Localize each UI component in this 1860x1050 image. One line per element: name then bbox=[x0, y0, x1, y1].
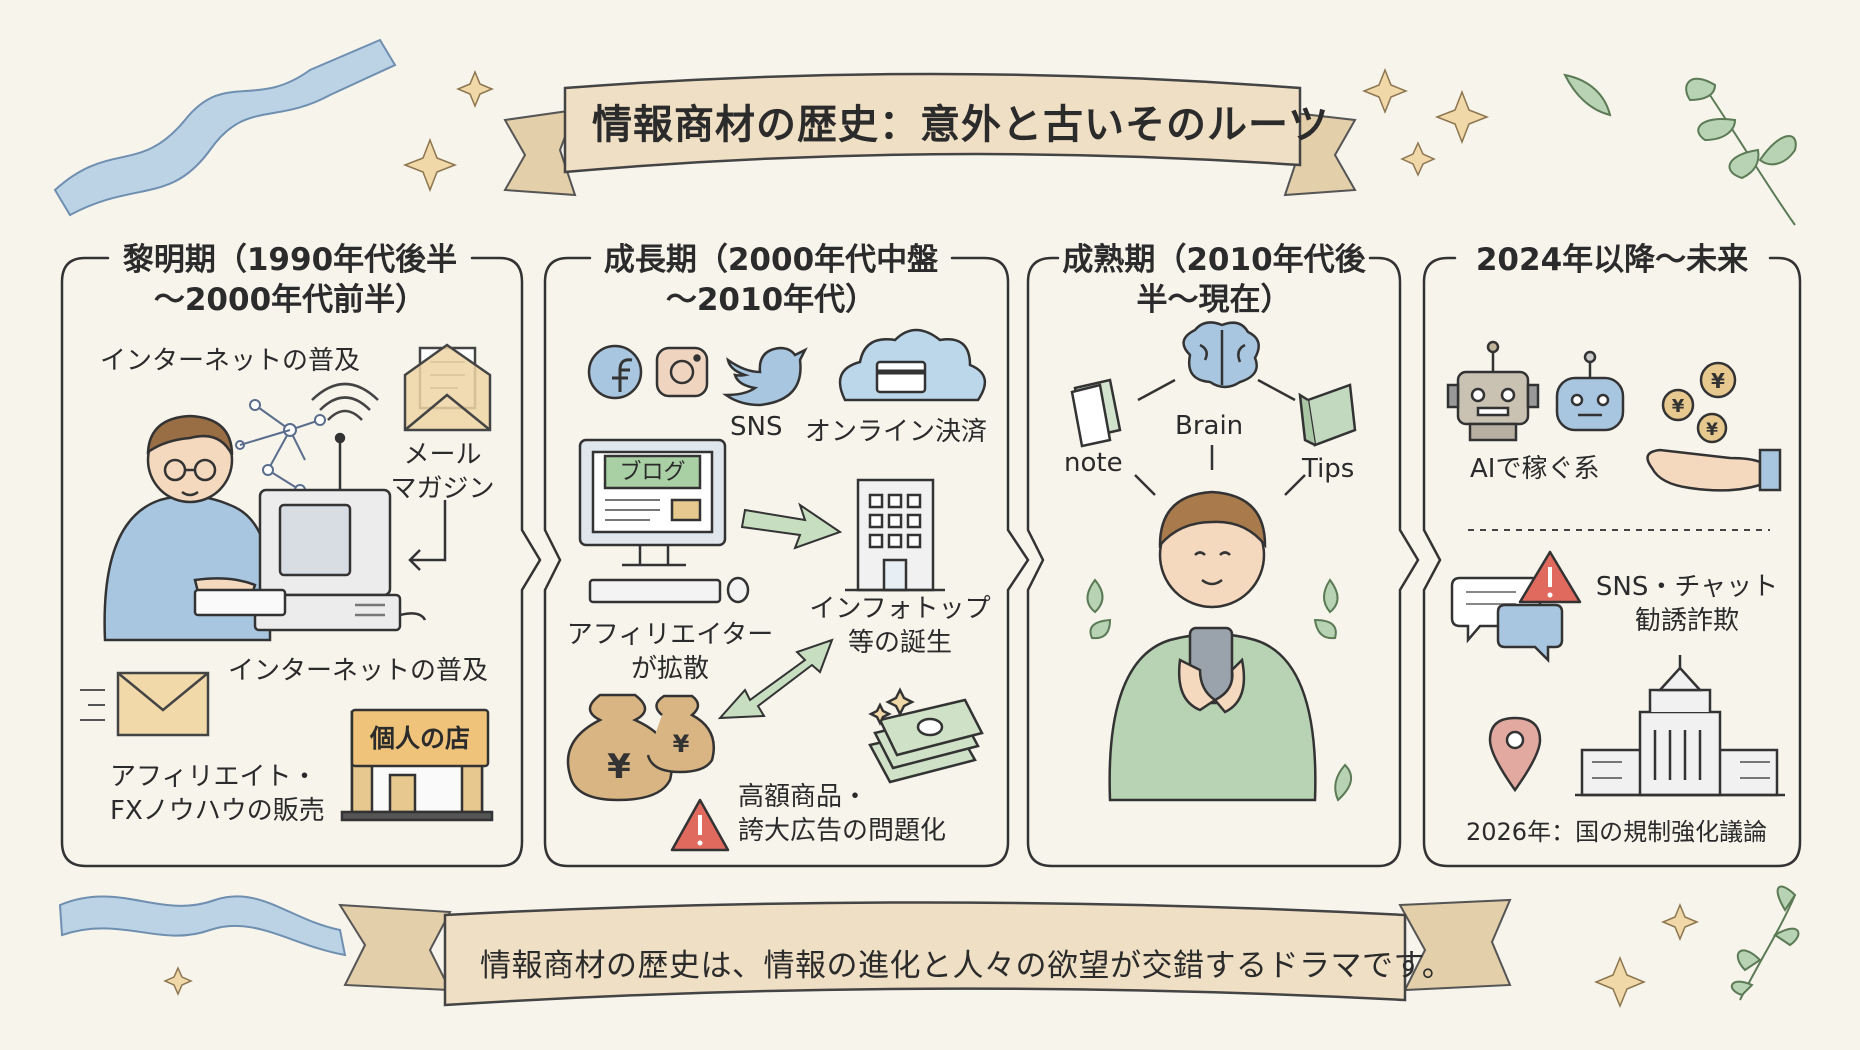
label-note: note bbox=[1064, 448, 1123, 478]
coin-yen-2: ¥ bbox=[1672, 396, 1685, 417]
parliament-building-icon bbox=[1575, 655, 1785, 797]
phase3-heading-line1: 成熟期（2010年代後 bbox=[1062, 242, 1366, 278]
label-mail-magazine: メール マガジン bbox=[385, 438, 500, 506]
label-problem-line2: 誇大広告の問題化 bbox=[738, 816, 947, 846]
phase2-heading-line2: ～2010年代） bbox=[665, 282, 877, 318]
label-infotop-line2: 等の誕生 bbox=[847, 628, 952, 658]
label-affiliate-fx-line2: FXノウハウの販売 bbox=[110, 796, 325, 826]
phase-frames bbox=[60, 256, 1802, 868]
label-affiliater-spread: アフィリエイター が拡散 bbox=[560, 618, 780, 686]
network-nodes-icon bbox=[235, 399, 326, 496]
label-mail-magazine-line2: マガジン bbox=[390, 474, 495, 504]
label-scam-line2: 勧誘詐欺 bbox=[1634, 606, 1739, 636]
twitter-icon bbox=[722, 346, 808, 407]
label-brain: Brain bbox=[1175, 411, 1244, 441]
label-affiliater-line1: アフィリエイター bbox=[566, 620, 774, 650]
sparkle-icons bbox=[163, 67, 1699, 1008]
hand-receiving-icon bbox=[1646, 448, 1782, 492]
label-blog: ブログ bbox=[619, 460, 686, 485]
phase2-heading-line1: 成長期（2000年代中盤 bbox=[603, 242, 939, 278]
label-tips: Tips bbox=[1302, 454, 1355, 484]
warning-icon-phase4 bbox=[1518, 550, 1582, 604]
location-pin-icon bbox=[1488, 716, 1542, 793]
shop-icon bbox=[340, 708, 494, 822]
phase4-heading: 2024年以降～未来 bbox=[1459, 240, 1765, 280]
phase1-heading-line1: 黎明期（1990年代後半 bbox=[122, 242, 458, 278]
coin-yen-1: ¥ bbox=[1711, 369, 1725, 393]
label-sns: SNS bbox=[730, 412, 783, 442]
yen-sign-2: ¥ bbox=[673, 730, 690, 758]
label-affiliate-fx-line1: アフィリエイト・ bbox=[110, 762, 318, 792]
facebook-icon bbox=[587, 344, 643, 400]
yen-sign-1: ¥ bbox=[607, 747, 631, 787]
label-infotop-birth: インフォトップ 等の誕生 bbox=[800, 592, 1000, 660]
phase3-heading-line2: 半～現在） bbox=[1136, 282, 1292, 318]
instagram-icon bbox=[655, 346, 709, 398]
label-sns-chat-scam: SNS・チャット 勧誘詐欺 bbox=[1592, 570, 1782, 638]
label-internet-spread-top: インターネットの普及 bbox=[100, 346, 361, 376]
chat-bubbles-icon bbox=[1450, 576, 1564, 664]
label-personal-shop: 個人の店 bbox=[369, 724, 470, 753]
robot-icon-2 bbox=[1555, 350, 1625, 432]
cloud-payment-icon bbox=[838, 328, 987, 402]
phase2-heading: 成長期（2000年代中盤 ～2010年代） bbox=[594, 240, 948, 320]
leaf-branch-top-right bbox=[1563, 73, 1797, 226]
note-document-icon bbox=[1070, 378, 1122, 448]
phase1-heading: 黎明期（1990年代後半 ～2000年代前半） bbox=[112, 240, 468, 320]
phase3-heading: 成熟期（2010年代後 半～現在） bbox=[1062, 240, 1366, 320]
tips-book-icon bbox=[1298, 383, 1357, 447]
coin-yen-3: ¥ bbox=[1706, 420, 1718, 440]
robot-icon-1 bbox=[1446, 340, 1540, 442]
coins-icon bbox=[1661, 361, 1737, 444]
warning-icon-phase2 bbox=[670, 798, 730, 852]
arrow-double-diagonal bbox=[717, 638, 834, 720]
brain-icon bbox=[1182, 321, 1260, 389]
leaf-branch-bottom-right bbox=[1730, 885, 1800, 1001]
cash-stack-icon bbox=[868, 687, 984, 784]
wifi-signal-icon bbox=[311, 382, 379, 421]
connector-lines bbox=[1134, 378, 1306, 496]
envelope-icon bbox=[80, 671, 210, 737]
bottom-message: 情報商材の歴史は、情報の進化と人々の欲望が交錯するドラマです。 bbox=[480, 948, 1454, 984]
person-with-smartphone bbox=[1108, 490, 1317, 802]
label-mail-magazine-line1: メール bbox=[403, 440, 482, 470]
blog-computer-icon bbox=[578, 438, 750, 604]
label-online-payment: オンライン決済 bbox=[805, 417, 988, 447]
label-problem-line1: 高額商品・ bbox=[738, 782, 869, 812]
page-title: 情報商材の歴史：意外と古いそのルーツ bbox=[592, 102, 1330, 148]
money-bag-icon bbox=[566, 693, 715, 802]
label-internet-spread-mid: インターネットの普及 bbox=[228, 656, 489, 686]
retro-computer-icon bbox=[193, 432, 427, 632]
label-regulation-2026: 2026年：国の規制強化議論 bbox=[1466, 818, 1768, 846]
label-scam-line1: SNS・チャット bbox=[1595, 572, 1779, 602]
leaf-decorations-phase3 bbox=[1086, 578, 1353, 802]
ribbon-top-left bbox=[53, 38, 397, 217]
envelope-open-icon bbox=[403, 343, 492, 432]
label-affiliate-fx: アフィリエイト・ FXノウハウの販売 bbox=[110, 760, 325, 828]
arrow-mail-to-computer bbox=[408, 500, 447, 571]
label-high-price-problem: 高額商品・ 誇大広告の問題化 bbox=[738, 780, 946, 848]
arrow-blog-to-asp bbox=[740, 502, 843, 550]
building-icon bbox=[845, 478, 945, 592]
label-ai-earning: AIで稼ぐ系 bbox=[1470, 454, 1600, 484]
ribbon-bottom-left bbox=[58, 895, 347, 957]
label-affiliater-line2: が拡散 bbox=[630, 654, 709, 684]
bottom-banner bbox=[338, 898, 1512, 1007]
phase4-heading-line1: 2024年以降～未来 bbox=[1475, 242, 1749, 278]
title-banner bbox=[503, 72, 1357, 197]
phase1-heading-line2: ～2000年代前半） bbox=[153, 282, 427, 318]
label-infotop-line1: インフォトップ bbox=[809, 594, 991, 624]
